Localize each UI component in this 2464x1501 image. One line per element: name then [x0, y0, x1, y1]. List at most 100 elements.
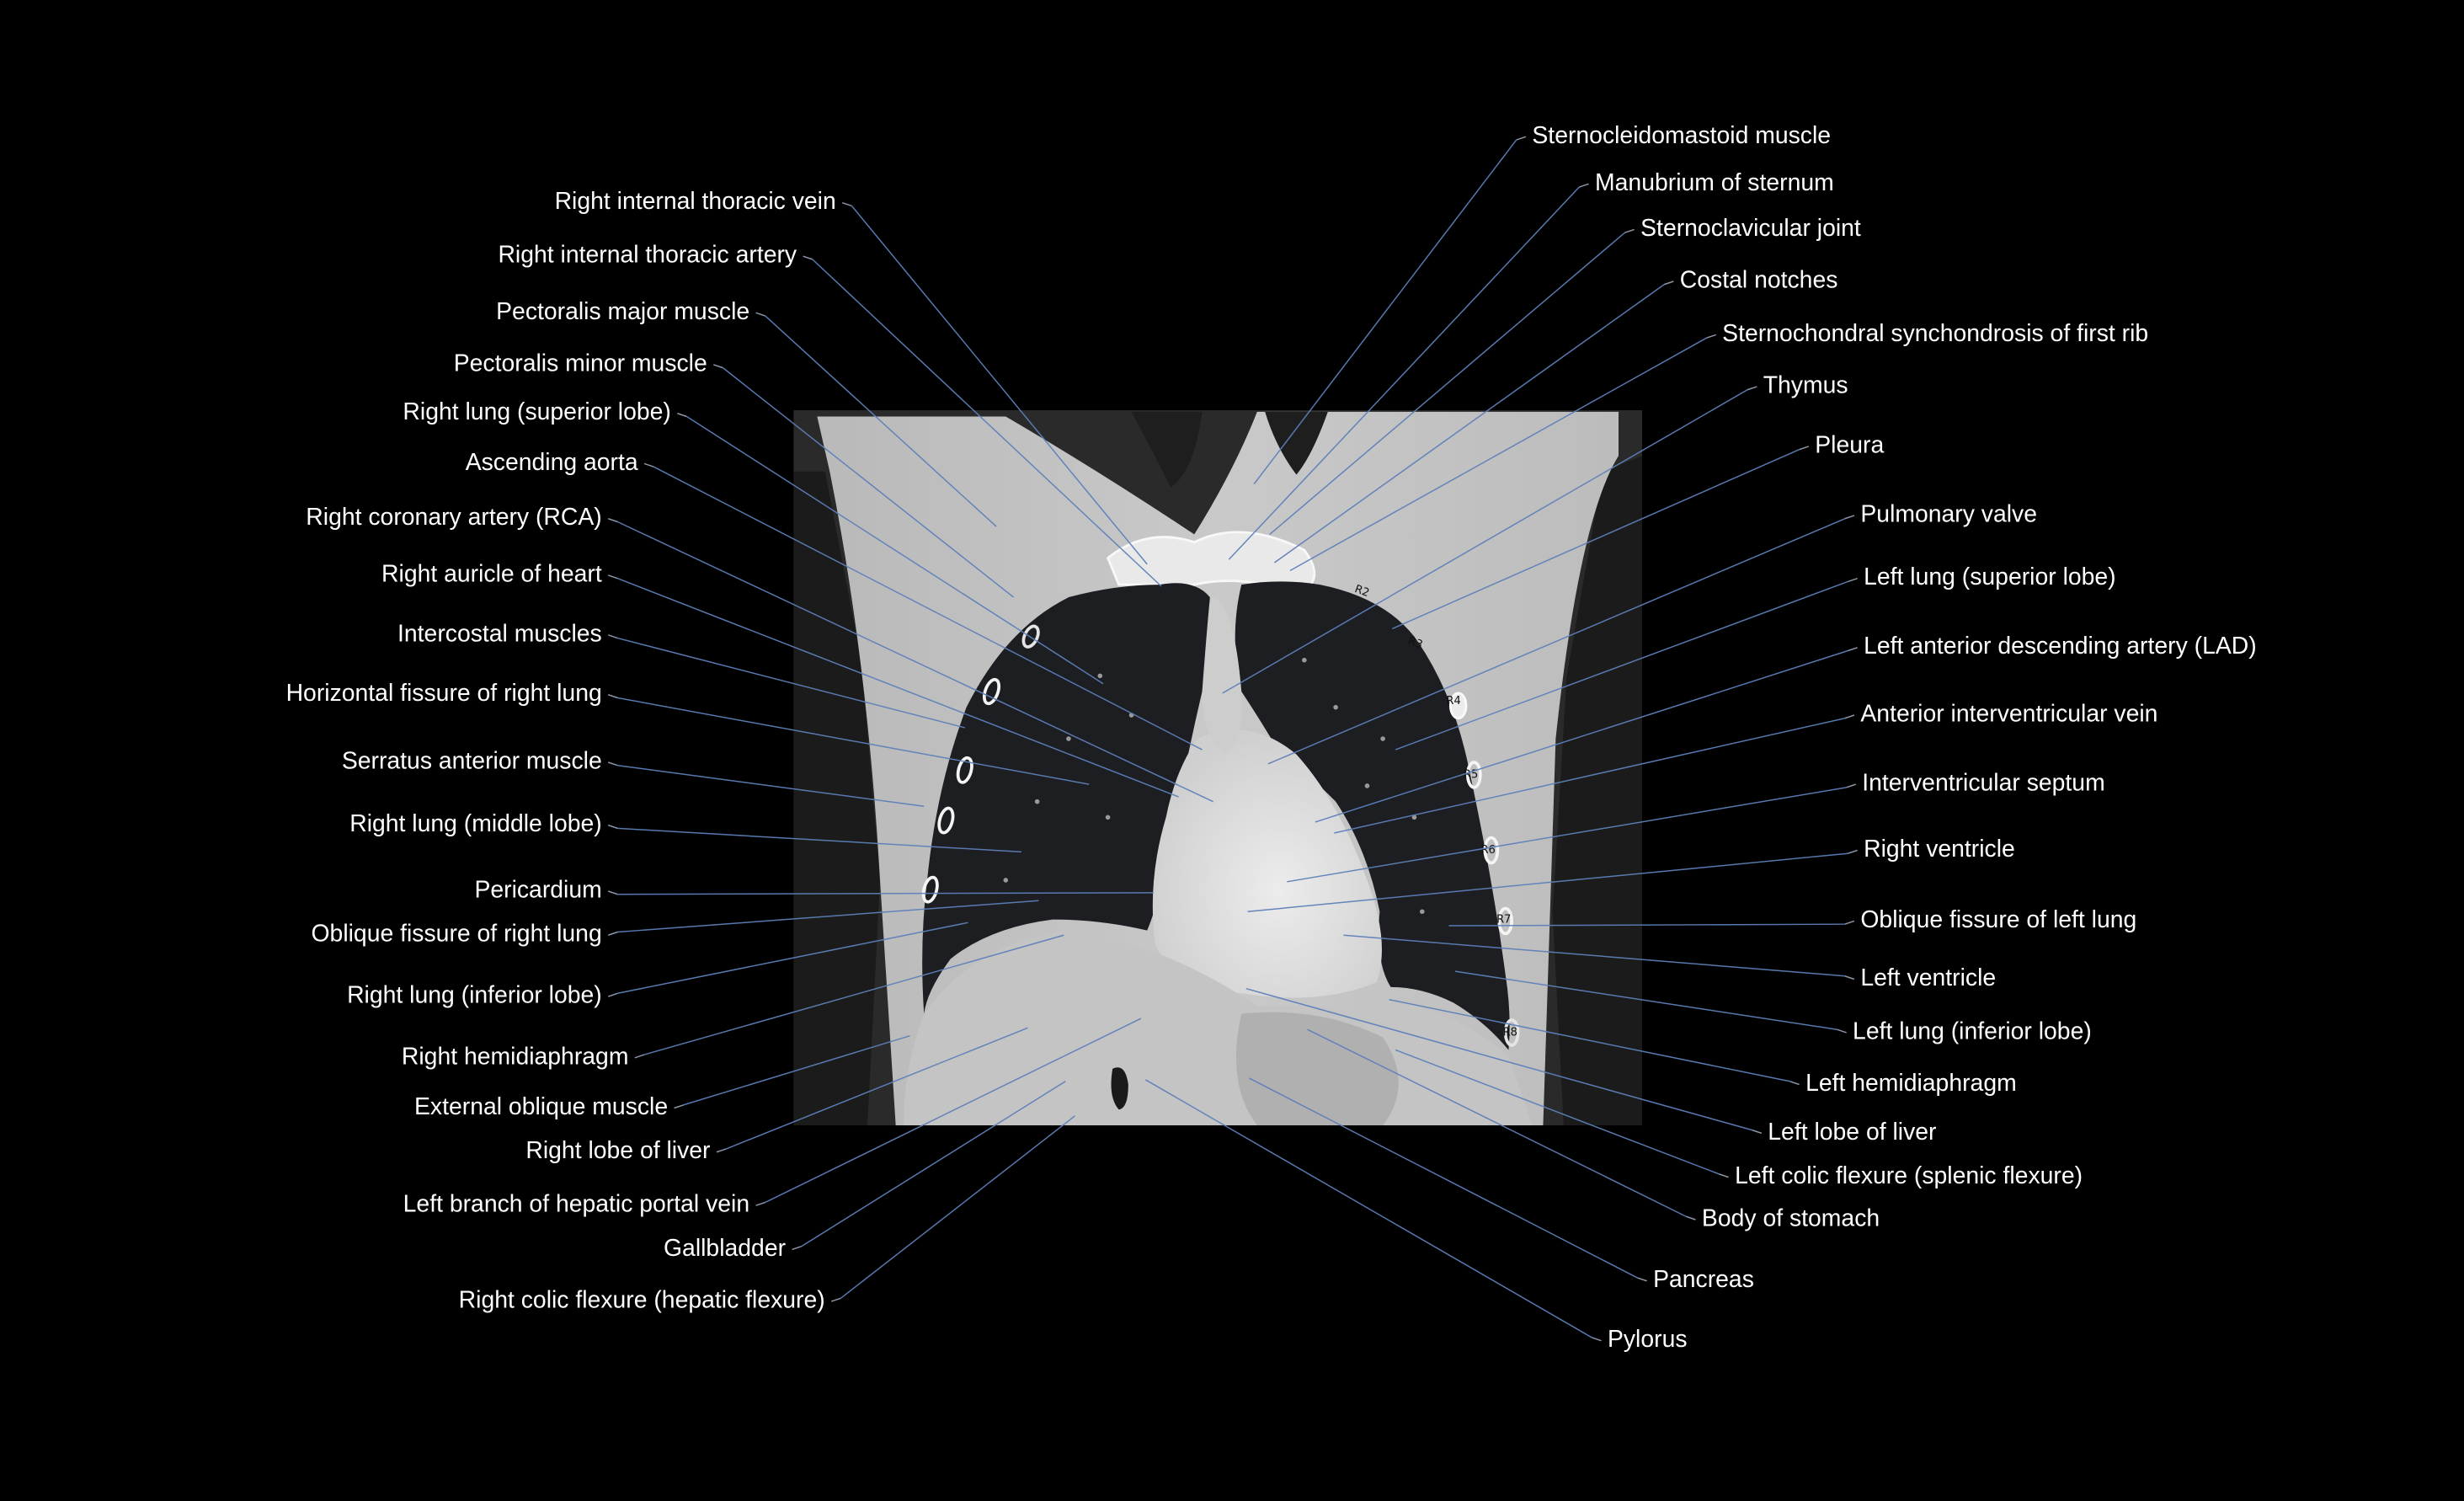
label-pectoralis-major-muscle: Pectoralis major muscle: [496, 298, 749, 325]
leader-stub: [1844, 975, 1855, 980]
label-anterior-interventricular-vein: Anterior interventricular vein: [1860, 700, 2157, 727]
label-serratus-anterior-muscle: Serratus anterior muscle: [342, 747, 602, 774]
leader-stub: [1686, 1215, 1696, 1221]
leader-line-right-internal-thoracic-vein: [851, 205, 1148, 565]
leader-line-sternoclavicular-joint: [1269, 232, 1625, 535]
leader-line-pectoralis-major-muscle: [765, 315, 997, 527]
leader-line-left-hemidiaphragm: [1389, 999, 1790, 1082]
leader-line-left-lung-inferior-lobe: [1454, 970, 1837, 1030]
leader-line-costal-notches: [1273, 284, 1665, 564]
label-pectoralis-minor-muscle: Pectoralis minor muscle: [454, 350, 707, 377]
leader-line-right-auricle-of-heart: [617, 577, 1179, 798]
leader-line-pleura: [1392, 448, 1800, 630]
rib-marker-r5: R5: [1464, 769, 1478, 782]
leader-stub: [1747, 386, 1757, 391]
label-pericardium: Pericardium: [474, 876, 601, 903]
leader-stub: [792, 1246, 802, 1251]
heart: [1152, 729, 1382, 998]
leader-stub: [607, 761, 618, 767]
label-left-anterior-descending-artery-lad: Left anterior descending artery (LAD): [1864, 633, 2257, 660]
label-right-hemidiaphragm: Right hemidiaphragm: [402, 1043, 629, 1070]
label-sternoclavicular-joint: Sternoclavicular joint: [1640, 215, 1861, 242]
leader-stub: [607, 931, 618, 936]
label-left-lung-superior-lobe: Left lung (superior lobe): [1864, 564, 2116, 590]
label-sternochondral-synchondrosis-of-first-rib: Sternochondral synchondrosis of first ri…: [1722, 320, 2148, 347]
leader-stub: [1752, 1129, 1763, 1135]
label-right-colic-flexure-hepatic-flexure: Right colic flexure (hepatic flexure): [459, 1286, 825, 1313]
right-lung: [922, 583, 1211, 1014]
leader-line-body-of-stomach: [1307, 1028, 1687, 1217]
leader-line-pectoralis-minor-muscle: [722, 367, 1015, 598]
leader-stub: [1799, 446, 1810, 451]
leader-stub: [634, 1054, 645, 1059]
label-right-ventricle: Right ventricle: [1864, 836, 2015, 863]
leader-stub: [607, 824, 618, 830]
leader-stub: [830, 1297, 841, 1302]
leader-line-right-lung-superior-lobe: [686, 415, 1104, 685]
leader-line-right-lung-middle-lobe: [617, 827, 1022, 853]
stomach-region: [1235, 1012, 1399, 1126]
right-arm-region: [793, 471, 881, 1126]
leader-line-right-ventricle: [1247, 852, 1848, 913]
leader-line-pulmonary-valve: [1267, 518, 1846, 765]
leader-stub: [643, 462, 654, 467]
label-horizontal-fissure-of-right-lung: Horizontal fissure of right lung: [286, 680, 602, 707]
leader-line-right-lobe-of-liver: [725, 1027, 1028, 1150]
leader-stub: [1844, 920, 1855, 925]
rib-marker-r2: R2: [1352, 583, 1370, 600]
label-pleura: Pleura: [1815, 431, 1884, 458]
label-right-lung-inferior-lobe: Right lung (inferior lobe): [347, 981, 602, 1008]
leader-stub: [803, 255, 813, 260]
rib-marker-r8: R8: [1503, 1027, 1517, 1039]
leader-stub: [674, 1104, 685, 1109]
leader-stub: [1706, 334, 1716, 339]
label-right-internal-thoracic-artery: Right internal thoracic artery: [498, 242, 797, 269]
leader-stub: [755, 312, 766, 317]
mediastinum: [1202, 597, 1242, 755]
leader-line-sternocleidomastoid-muscle: [1253, 139, 1517, 485]
label-intercostal-muscles: Intercostal muscles: [397, 620, 602, 647]
leader-line-left-ventricle: [1343, 934, 1845, 977]
label-external-oblique-muscle: External oblique muscle: [414, 1093, 668, 1120]
leader-line-right-hemidiaphragm: [643, 934, 1064, 1055]
leader-stub: [1844, 515, 1855, 520]
label-left-colic-flexure-splenic-flexure: Left colic flexure (splenic flexure): [1735, 1162, 2083, 1189]
leader-stub: [1848, 577, 1858, 583]
leader-stub: [677, 413, 687, 418]
leader-line-left-lung-superior-lobe: [1395, 580, 1848, 750]
rib-marker-r6: R6: [1480, 844, 1495, 857]
leader-stub: [607, 634, 618, 639]
leader-stub: [607, 574, 618, 580]
label-right-lobe-of-liver: Right lobe of liver: [525, 1137, 710, 1164]
leader-line-right-internal-thoracic-artery: [812, 259, 1162, 587]
leader-stub: [1579, 183, 1589, 188]
leader-line-pericardium: [617, 892, 1154, 895]
leader-stub: [842, 202, 852, 207]
label-thymus: Thymus: [1763, 371, 1848, 398]
label-right-internal-thoracic-vein: Right internal thoracic vein: [555, 188, 836, 215]
leader-stub: [1844, 714, 1855, 719]
leader-line-manubrium-of-sternum: [1228, 186, 1580, 560]
leader-line-serratus-anterior-muscle: [617, 764, 925, 807]
leader-stub: [607, 890, 618, 895]
leader-stub: [716, 1148, 727, 1153]
neck-air-left: [1265, 411, 1328, 475]
left-lung: [1235, 581, 1510, 1050]
leader-stub: [712, 364, 723, 369]
leader-stub: [607, 694, 618, 699]
label-body-of-stomach: Body of stomach: [1702, 1205, 1880, 1231]
label-pancreas: Pancreas: [1653, 1266, 1754, 1293]
leader-line-pancreas: [1249, 1077, 1638, 1279]
leader-line-oblique-fissure-of-left-lung: [1448, 923, 1845, 927]
leader-line-gallbladder: [801, 1081, 1066, 1247]
label-left-ventricle: Left ventricle: [1860, 964, 1996, 991]
leader-line-thymus: [1222, 389, 1748, 694]
label-left-hemidiaphragm: Left hemidiaphragm: [1805, 1070, 2017, 1097]
label-right-coronary-artery-rca: Right coronary artery (RCA): [306, 504, 601, 531]
leader-line-right-colic-flexure-hepatic-flexure: [840, 1115, 1075, 1299]
leader-line-left-lobe-of-liver: [1245, 987, 1752, 1131]
leader-line-intercostal-muscles: [617, 637, 965, 729]
leader-stub: [1637, 1277, 1647, 1282]
